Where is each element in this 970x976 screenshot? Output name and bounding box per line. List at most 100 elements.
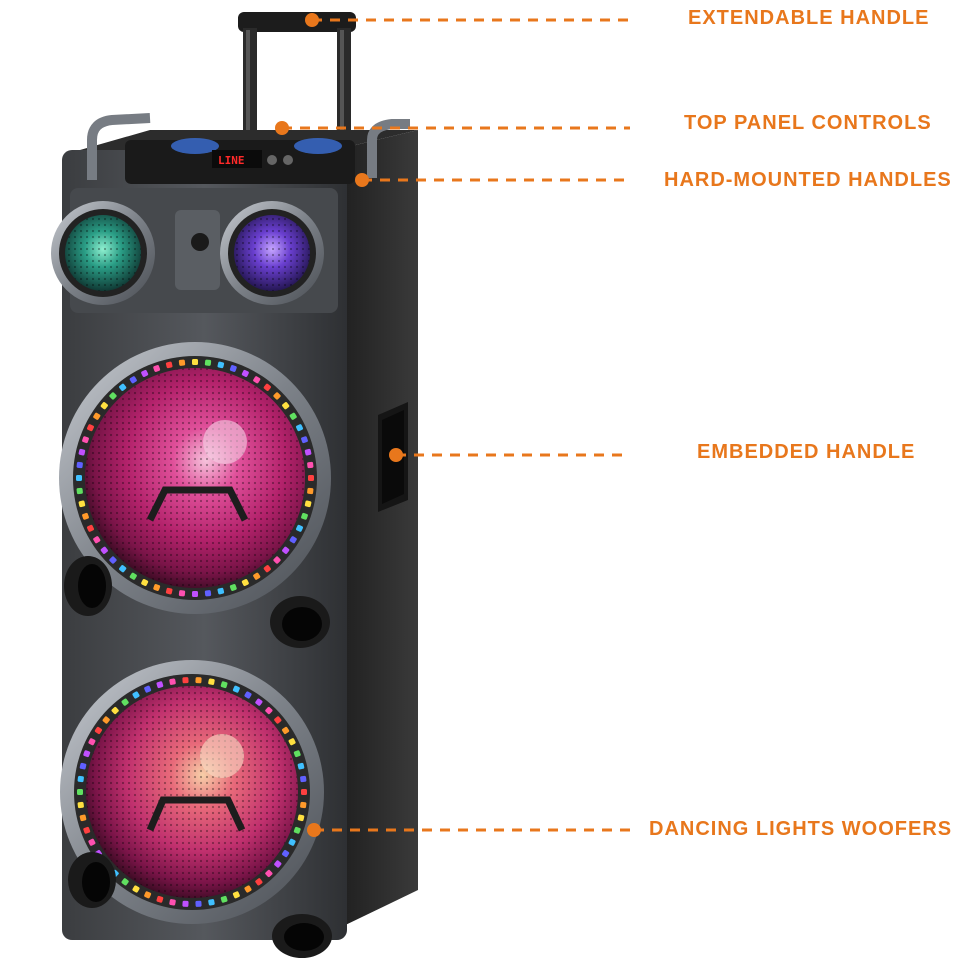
led-segment <box>129 572 137 580</box>
led-segment <box>208 899 215 906</box>
led-segment <box>288 838 296 846</box>
led-segment <box>141 369 149 377</box>
led-segment <box>204 359 212 366</box>
led-segment <box>289 412 297 420</box>
extendable-handle <box>238 12 356 138</box>
led-segment <box>88 738 96 746</box>
led-segment <box>296 424 304 432</box>
led-segment <box>297 762 305 770</box>
led-segment <box>253 376 261 384</box>
led-segment <box>192 359 198 365</box>
led-segment <box>77 789 83 795</box>
led-segment <box>119 383 127 391</box>
led-segment <box>165 361 173 369</box>
led-segment <box>100 402 108 410</box>
led-segment <box>121 698 129 706</box>
led-segment <box>77 775 84 783</box>
led-segment <box>86 524 94 532</box>
led-segment <box>307 487 314 495</box>
led-segment <box>208 678 215 685</box>
led-segment <box>109 556 117 564</box>
led-segment <box>79 814 87 822</box>
led-segment <box>265 706 273 715</box>
led-segment <box>255 878 263 886</box>
led-segment <box>232 685 240 693</box>
led-segment <box>132 885 140 893</box>
callout-embedded-handle: EMBEDDED HANDLE <box>697 441 916 463</box>
callout-extendable-handle: EXTENDABLE HANDLE <box>688 7 930 29</box>
led-segment <box>76 461 83 469</box>
bass-port-right-bottom <box>272 914 332 958</box>
led-segment <box>82 436 89 444</box>
led-segment <box>255 698 263 706</box>
upper-woofer <box>59 342 331 614</box>
led-segment <box>153 584 161 591</box>
lcd-display-text: LINE <box>218 154 245 167</box>
led-segment <box>241 579 249 587</box>
led-segment <box>274 716 282 724</box>
led-segment <box>241 369 249 377</box>
led-segment <box>156 681 164 689</box>
led-segment <box>182 677 189 684</box>
led-segment <box>165 587 173 595</box>
lower-woofer <box>60 660 324 924</box>
led-segment <box>76 475 82 481</box>
led-segment <box>301 436 308 444</box>
led-segment <box>77 801 84 809</box>
led-segment <box>129 376 137 384</box>
led-segment <box>100 546 108 554</box>
led-segment <box>153 365 161 372</box>
led-segment <box>83 750 91 758</box>
led-segment <box>282 402 290 410</box>
led-segment <box>178 590 186 597</box>
led-segment <box>119 565 127 573</box>
led-segment <box>79 762 87 770</box>
led-segment <box>304 500 312 508</box>
led-segment <box>263 565 271 573</box>
upper-woofer-led-ring <box>76 359 314 597</box>
led-segment <box>300 775 307 783</box>
led-segment <box>296 524 304 532</box>
led-segment <box>192 591 198 597</box>
led-segment <box>182 900 189 907</box>
led-segment <box>281 726 290 735</box>
led-segment <box>263 383 271 391</box>
right-tweeter <box>220 201 324 305</box>
led-segment <box>220 681 228 689</box>
led-segment <box>301 789 307 795</box>
led-segment <box>307 461 314 469</box>
led-segment <box>195 900 202 907</box>
led-segment <box>293 826 301 834</box>
callout-top-panel-controls: TOP PANEL CONTROLS <box>684 112 932 134</box>
led-segment <box>82 512 89 520</box>
led-segment <box>93 536 101 544</box>
led-segment <box>109 392 117 400</box>
led-segment <box>244 691 252 699</box>
led-segment <box>229 365 237 372</box>
led-segment <box>141 579 149 587</box>
led-segment <box>220 895 228 903</box>
led-segment <box>83 826 91 834</box>
led-segment <box>88 838 96 846</box>
led-segment <box>273 556 281 564</box>
led-segment <box>156 895 164 903</box>
led-segment <box>94 726 103 735</box>
led-segment <box>144 891 152 899</box>
led-segment <box>169 899 176 906</box>
led-segment <box>289 536 297 544</box>
led-segment <box>282 546 290 554</box>
top-panel-controls: LINE <box>125 138 355 184</box>
callout-leader-lines <box>275 13 630 837</box>
left-tweeter <box>51 201 155 305</box>
led-segment <box>217 361 225 369</box>
led-segment <box>304 448 312 456</box>
led-segment <box>300 801 307 809</box>
led-segment <box>274 860 282 868</box>
led-segment <box>178 359 186 366</box>
led-segment <box>265 869 273 878</box>
led-segment <box>102 716 110 724</box>
led-segment <box>308 475 314 481</box>
led-segment <box>273 392 281 400</box>
bass-port-left-bottom <box>68 852 116 908</box>
